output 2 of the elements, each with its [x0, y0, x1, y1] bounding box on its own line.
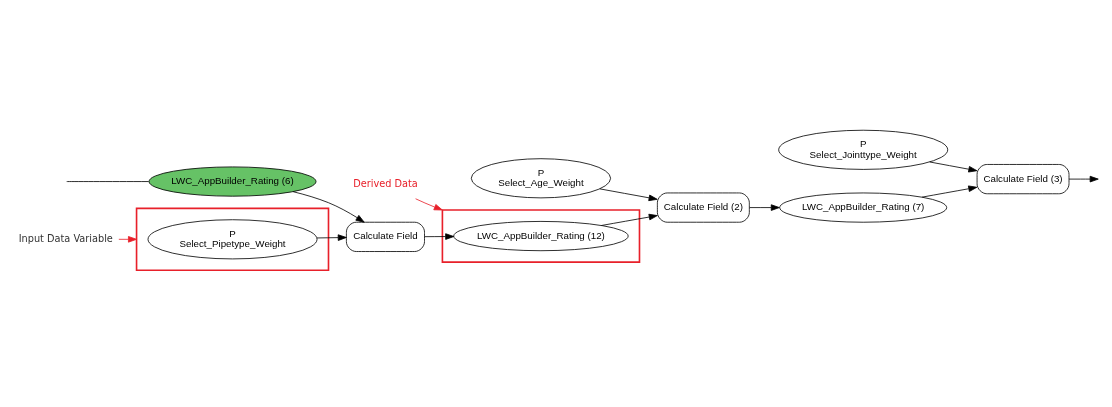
node-text: Derived Data [353, 177, 418, 189]
node-text: Input Data Variable [18, 232, 113, 244]
